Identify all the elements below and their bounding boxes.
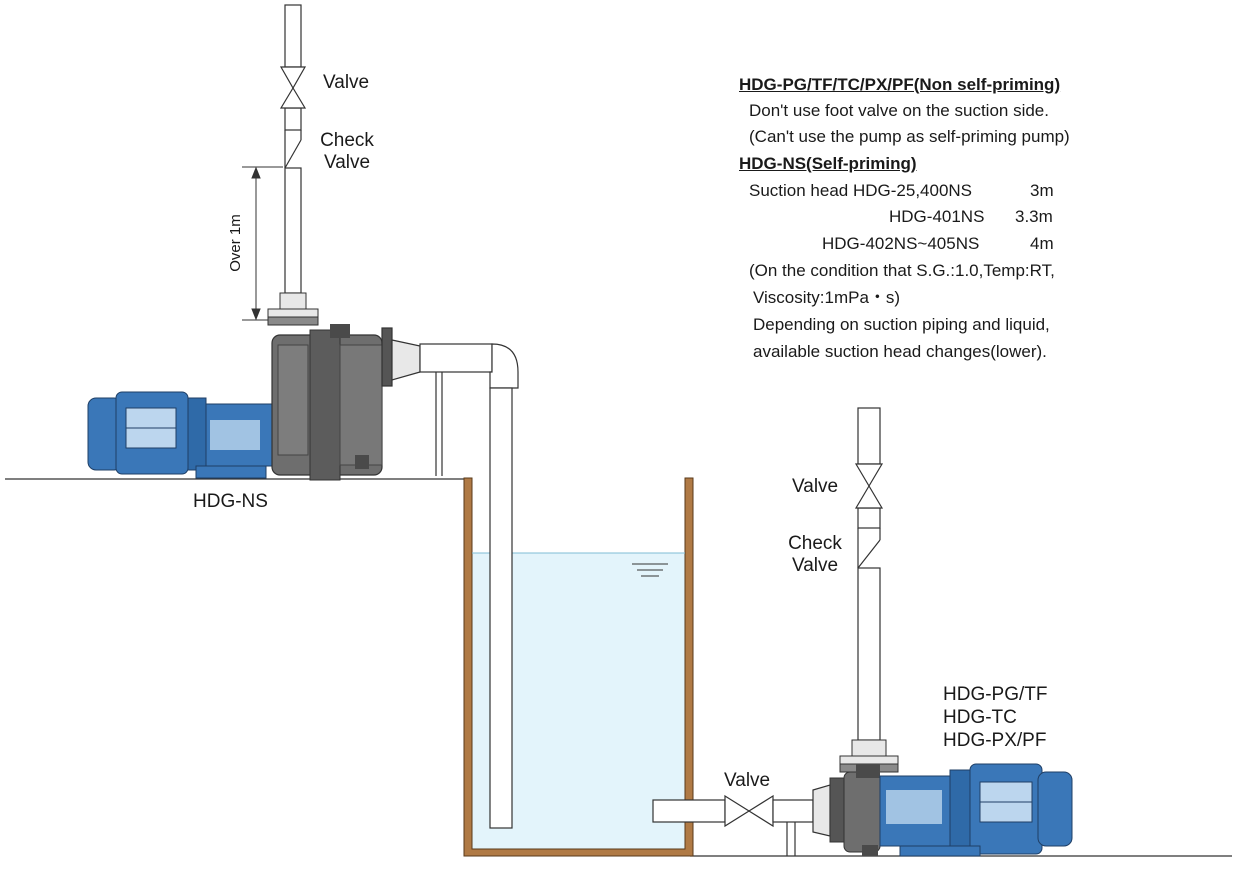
suction-head-row-2-value: 3.3m <box>1015 207 1053 226</box>
bottom-valve-label: Valve <box>724 770 771 791</box>
condition-line-3: Depending on suction piping and liquid, <box>753 315 1050 334</box>
top-check-valve-label: Check Valve <box>312 130 382 174</box>
valve-icon <box>854 463 884 509</box>
self-priming-title: HDG-NS(Self-priming) <box>739 154 917 173</box>
top-check-valve-line-1: Check <box>320 130 374 151</box>
right-check-valve-label: Check Valve <box>780 533 850 577</box>
check-valve-icon <box>857 528 881 569</box>
left-top-flange <box>267 292 319 326</box>
top-check-valve-line-2: Valve <box>323 152 371 173</box>
condition-line-4: available suction head changes(lower). <box>753 342 1047 361</box>
condition-line-1: (On the condition that S.G.:1.0,Temp:RT, <box>749 261 1055 280</box>
dimension-marker <box>242 166 283 321</box>
check-valve-icon <box>284 130 302 169</box>
model-line-2: HDG-TC <box>943 707 1017 728</box>
valve-icon <box>279 66 307 109</box>
right-check-valve-line-1: Check <box>788 533 842 554</box>
model-line-3: HDG-PX/PF <box>943 730 1047 751</box>
non-self-priming-line-2: (Can't use the pump as self-priming pump… <box>749 127 1070 146</box>
motor-icon <box>87 391 273 479</box>
left-discharge-pipe <box>284 4 302 294</box>
suction-head-row-2-label: HDG-401NS <box>889 207 985 226</box>
right-discharge-pipe <box>857 407 881 741</box>
condition-line-2: Viscosity:1mPa・s) <box>753 288 901 307</box>
suction-head-row-1-label: Suction head HDG-25,400NS <box>749 181 973 200</box>
right-suction-pipe <box>652 784 831 856</box>
non-self-priming-title: HDG-PG/TF/TC/PX/PF(Non self-priming) <box>739 75 1061 94</box>
pump-casing-icon <box>271 324 383 481</box>
right-valve-label: Valve <box>792 476 839 497</box>
right-check-valve-line-2: Valve <box>791 555 839 576</box>
left-suction-pipe <box>381 327 519 829</box>
suction-head-row-3-label: HDG-402NS~405NS <box>822 234 980 253</box>
water-level-icon <box>632 563 668 577</box>
pump-casing-icon <box>829 764 881 856</box>
dimension-label: Over 1m <box>227 214 244 272</box>
model-line-1: HDG-PG/TF <box>943 684 1048 705</box>
suction-head-row-1-value: 3m <box>1030 181 1054 200</box>
top-valve-label: Valve <box>323 72 370 93</box>
suction-head-row-3-value: 4m <box>1030 234 1054 253</box>
motor-icon <box>879 763 1073 857</box>
non-self-priming-line-1: Don't use foot valve on the suction side… <box>749 101 1049 120</box>
pump-left-label: HDG-NS <box>193 491 268 512</box>
pump-right-models: HDG-PG/TF HDG-TC HDG-PX/PF <box>943 683 1048 752</box>
